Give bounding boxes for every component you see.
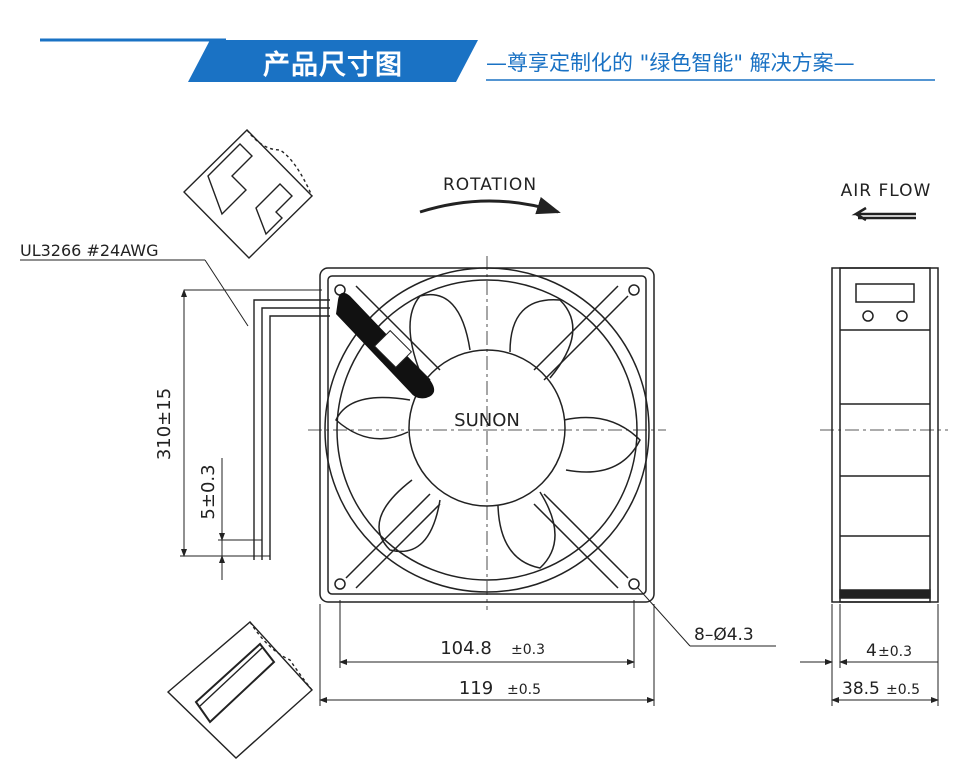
page-title: 产品尺寸图	[263, 49, 403, 81]
fan-front-view	[308, 256, 666, 610]
curved-arrow-icon	[419, 196, 561, 215]
wire-spec-leader	[204, 259, 249, 327]
banner-title-bg	[188, 40, 478, 82]
fan-side-view	[820, 267, 948, 603]
hole-pitch-tol: ±0.3	[511, 642, 545, 658]
wire-spec-label: UL3266 #24AWG	[20, 241, 158, 260]
connector-detail-bottom	[166, 621, 313, 759]
connector-detail-top	[183, 129, 313, 259]
lead-length-label: 310±15	[154, 388, 175, 460]
header-banner: 产品尺寸图 —尊享定制化的 "绿色智能" 解决方案—	[0, 0, 980, 100]
strip-length-label: 5±0.3	[198, 464, 219, 519]
hole-callout-label: 8–Ø4.3	[694, 625, 754, 645]
depth-tol: ±0.5	[886, 682, 920, 698]
hole-callout-leader	[637, 587, 691, 647]
brand-label: SUNON	[454, 410, 520, 431]
lead-wires	[253, 299, 330, 560]
frame-width-label: 119	[459, 678, 493, 699]
hole-pitch-label: 104.8	[440, 638, 492, 659]
flange-label: 4	[866, 641, 877, 661]
banner-decoration	[40, 38, 935, 82]
rotation-label: ROTATION	[443, 175, 537, 195]
depth-label: 38.5	[842, 679, 880, 699]
air-flow-label: AIR FLOW	[841, 181, 932, 201]
frame-width-tol: ±0.5	[507, 682, 541, 698]
page-subtitle: —尊享定制化的 "绿色智能" 解决方案—	[486, 51, 855, 75]
flange-tol: ±0.3	[878, 644, 912, 660]
cable-sleeve	[373, 329, 413, 369]
left-arrow-icon	[851, 206, 916, 222]
